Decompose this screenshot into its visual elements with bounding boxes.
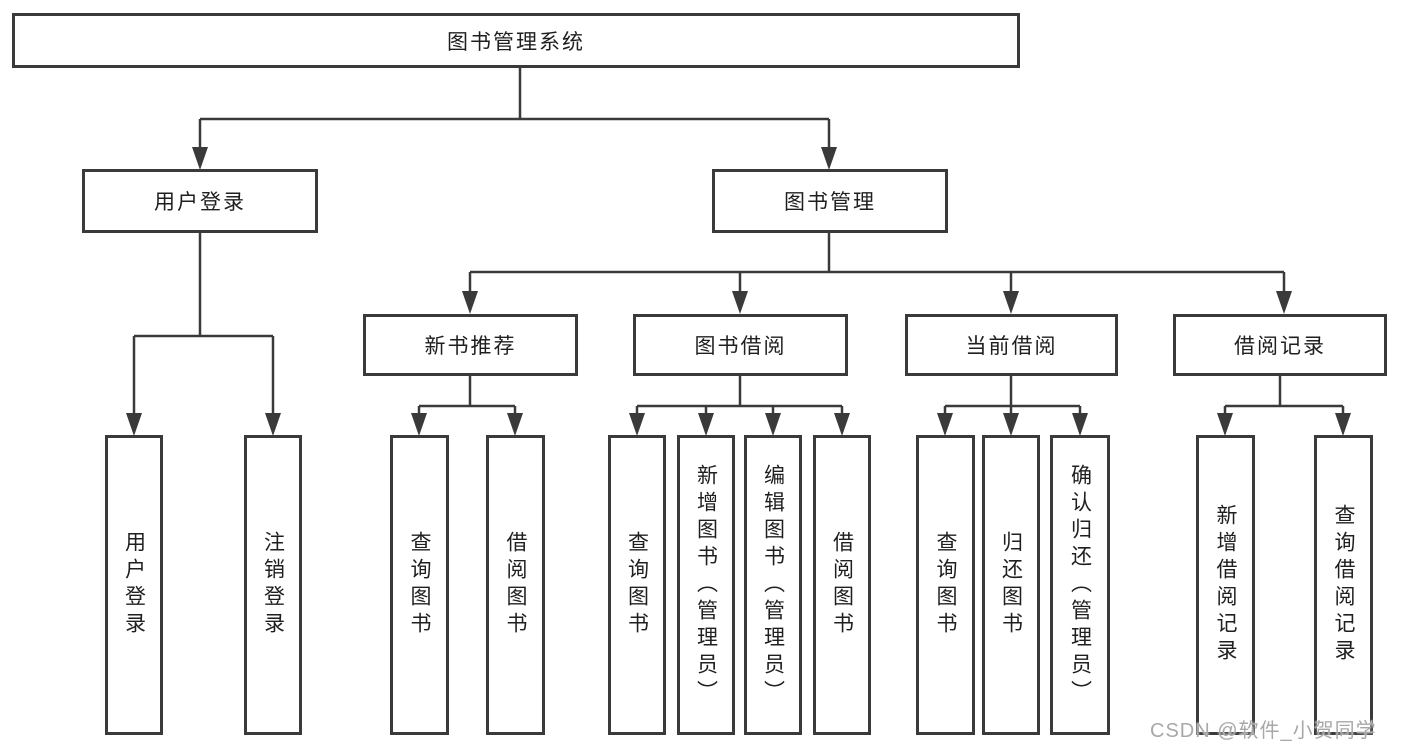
leaf-borrow-books: 借阅图书 bbox=[813, 435, 871, 735]
node-label: 新增图书（管理员） bbox=[694, 463, 718, 707]
node-label: 新书推荐 bbox=[424, 335, 517, 358]
leaf-query-borrow-record: 查询借阅记录 bbox=[1314, 435, 1373, 735]
node-label: 用户登录 bbox=[122, 531, 146, 639]
node-label: 借阅图书 bbox=[504, 531, 527, 639]
node-book-management: 图书管理 bbox=[712, 169, 948, 233]
leaf-return-books: 归还图书 bbox=[982, 435, 1040, 735]
leaf-logout: 注销登录 bbox=[244, 435, 302, 735]
leaf-query-books-current: 查询图书 bbox=[916, 435, 975, 735]
node-label: 编辑图书（管理员） bbox=[761, 463, 785, 707]
node-user-login: 用户登录 bbox=[82, 169, 318, 233]
leaf-query-books-recommend: 查询图书 bbox=[390, 435, 449, 735]
node-label: 查询图书 bbox=[625, 531, 649, 639]
node-label: 图书借阅 bbox=[694, 335, 787, 358]
node-label: 图书管理 bbox=[784, 191, 876, 214]
leaf-borrow-books-recommend: 借阅图书 bbox=[486, 435, 545, 735]
leaf-edit-books-admin: 编辑图书（管理员） bbox=[744, 435, 802, 735]
node-label: 借阅图书 bbox=[830, 531, 854, 639]
leaf-confirm-return-admin: 确认归还（管理员） bbox=[1050, 435, 1110, 735]
node-label: 当前借阅 bbox=[965, 335, 1058, 358]
node-label: 借阅记录 bbox=[1234, 335, 1326, 358]
node-label: 查询图书 bbox=[934, 531, 957, 639]
node-book-borrowing: 图书借阅 bbox=[633, 314, 848, 376]
leaf-add-books-admin: 新增图书（管理员） bbox=[677, 435, 735, 735]
node-borrowing-records: 借阅记录 bbox=[1173, 314, 1387, 376]
node-label: 用户登录 bbox=[154, 191, 246, 214]
leaf-add-borrow-record: 新增借阅记录 bbox=[1196, 435, 1255, 735]
node-label: 确认归还（管理员） bbox=[1068, 463, 1092, 707]
leaf-query-books-borrowing: 查询图书 bbox=[608, 435, 666, 735]
node-label: 注销登录 bbox=[261, 531, 285, 639]
node-label: 查询借阅记录 bbox=[1332, 504, 1355, 666]
node-book-management-system: 图书管理系统 bbox=[12, 13, 1020, 68]
node-label: 图书管理系统 bbox=[447, 30, 585, 54]
node-label: 新增借阅记录 bbox=[1214, 504, 1237, 666]
node-label: 查询图书 bbox=[408, 531, 431, 639]
node-label: 归还图书 bbox=[999, 531, 1023, 639]
csdn-watermark: CSDN @软件_小贺同学 bbox=[1150, 720, 1377, 742]
node-new-book-recommendation: 新书推荐 bbox=[363, 314, 578, 376]
node-current-borrowing: 当前借阅 bbox=[905, 314, 1118, 376]
leaf-user-login: 用户登录 bbox=[105, 435, 163, 735]
